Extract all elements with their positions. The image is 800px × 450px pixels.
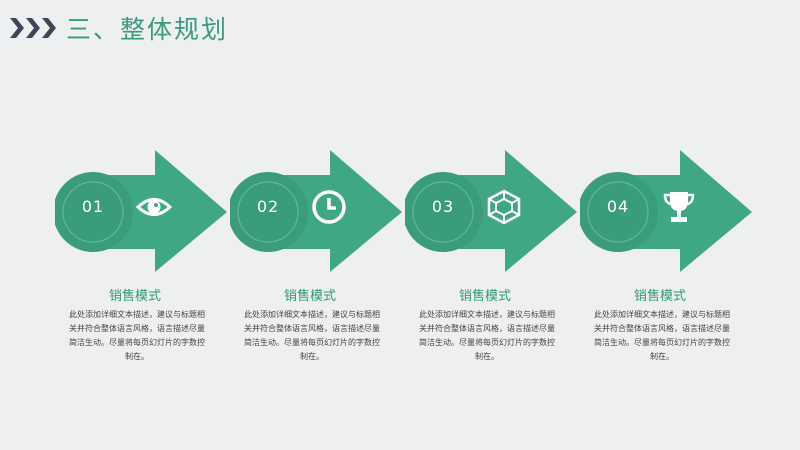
page-title: 三、整体规划 bbox=[66, 15, 229, 44]
trophy-icon bbox=[660, 188, 698, 226]
arrow-shape bbox=[230, 150, 402, 272]
step-2: 02 销售模式 此处添加详细文本描述，建议与标题相关并符合整体语言风格，语言描述… bbox=[230, 150, 410, 380]
chevrons-icon bbox=[10, 18, 58, 38]
step-description: 此处添加详细文本描述，建议与标题相关并符合整体语言风格，语言描述尽量简洁生动。尽… bbox=[419, 310, 555, 361]
step-number: 03 bbox=[431, 197, 455, 216]
eye-icon bbox=[135, 188, 173, 226]
step-description: 此处添加详细文本描述，建议与标题相关并符合整体语言风格，语言描述尽量简洁生动。尽… bbox=[594, 310, 730, 361]
step-3: 03 销售模式 此处添加详细文本描述，建议与标题相关并符合整体语言风格，语言描述… bbox=[405, 150, 585, 380]
step-label: 销售模式 bbox=[283, 289, 336, 304]
step-description: 此处添加详细文本描述，建议与标题相关并符合整体语言风格，语言描述尽量简洁生动。尽… bbox=[244, 310, 380, 361]
arrow-shape bbox=[405, 150, 577, 272]
step-label: 销售模式 bbox=[108, 289, 161, 304]
slide-header: 三、整体规划 bbox=[10, 10, 228, 46]
step-number: 02 bbox=[256, 197, 280, 216]
cube-outline-icon bbox=[485, 188, 523, 226]
step-label: 销售模式 bbox=[633, 289, 686, 304]
step-number: 01 bbox=[81, 197, 105, 216]
step-description: 此处添加详细文本描述，建议与标题相关并符合整体语言风格，语言描述尽量简洁生动。尽… bbox=[69, 310, 205, 361]
step-4: 04 销售模式 此处添加详细文本描述，建议与标题相关并符合整体语言风格，语言描述… bbox=[580, 150, 760, 380]
step-number: 04 bbox=[606, 197, 630, 216]
clock-icon bbox=[310, 188, 348, 226]
step-label: 销售模式 bbox=[458, 289, 511, 304]
step-1: 01 销售模式 此处添加详细文本描述，建议与标题相关并符合整体语言风格，语言描述… bbox=[55, 150, 235, 380]
